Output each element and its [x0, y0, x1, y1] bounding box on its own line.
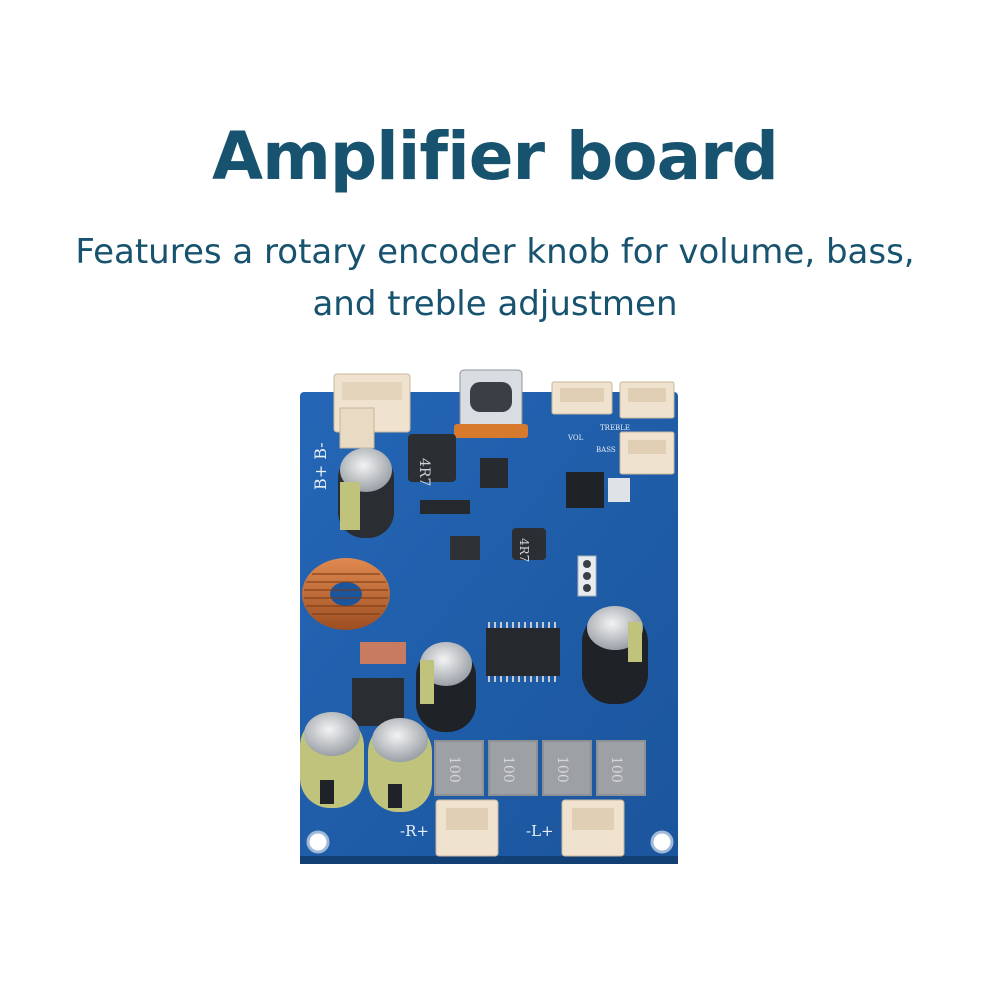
power-label: B+ B- — [311, 442, 330, 490]
bass-label: BASS — [596, 446, 616, 454]
inductor-label: 4R7 — [416, 458, 432, 486]
page-title: Amplifier board — [212, 118, 779, 195]
vol-label: VOL — [567, 434, 584, 442]
treble-label: TREBLE — [600, 424, 630, 432]
output-choke — [596, 740, 646, 796]
output-choke — [488, 740, 538, 796]
choke-label: 100 — [554, 756, 570, 783]
inductor-label: 4R7 — [517, 538, 531, 562]
capacitor — [582, 606, 648, 704]
capacitor — [338, 448, 394, 538]
right-output-label: -R+ — [400, 822, 429, 840]
mounting-hole — [306, 830, 330, 854]
choke-label: 100 — [446, 756, 462, 783]
choke-label: 100 — [608, 756, 624, 783]
amplifier-board-photo: B+ B- 4R7 4R7 VOL TREBLE BASS -R+ -L+ 10… — [300, 369, 678, 864]
amplifier-ic — [486, 628, 560, 676]
capacitor — [416, 642, 476, 732]
output-choke — [434, 740, 484, 796]
left-output-label: -L+ — [526, 822, 554, 840]
output-choke — [542, 740, 592, 796]
toroid-inductor — [302, 558, 390, 630]
capacitor — [300, 712, 364, 808]
page-subtitle: Features a rotary encoder knob for volum… — [75, 232, 915, 324]
mounting-hole — [650, 830, 674, 854]
capacitor — [368, 718, 432, 812]
choke-label: 100 — [500, 756, 516, 783]
